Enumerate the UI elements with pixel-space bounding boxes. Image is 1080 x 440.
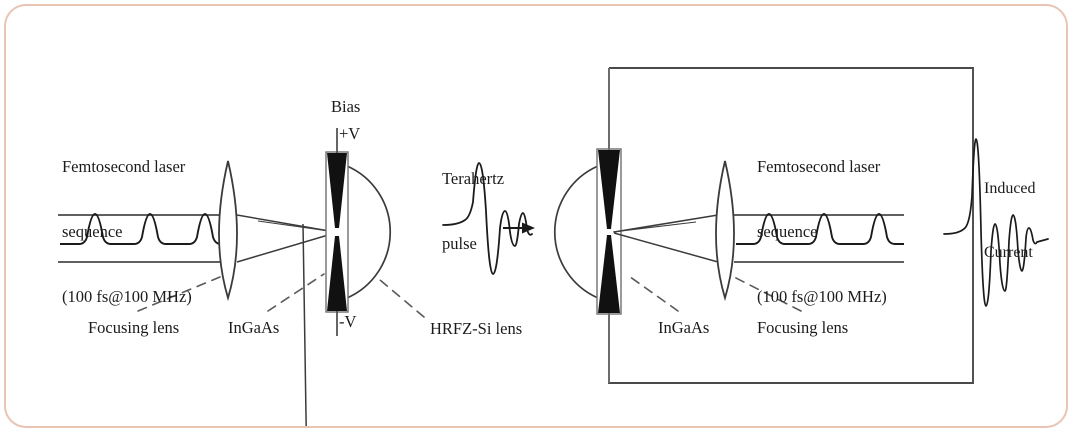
emitter-pulse-3 — [177, 213, 230, 245]
detector-bowtie-antenna — [598, 150, 620, 313]
bias-negative-label: -V — [339, 312, 357, 331]
emitter-laser-label-line1: Femtosecond laser — [62, 156, 186, 176]
leader-emitter-substrate — [267, 273, 325, 312]
terahertz-pulse-label: Terahertz pulse — [442, 124, 504, 298]
detector-pulse-1 — [736, 213, 796, 245]
detector-substrate-label: InGaAs — [658, 318, 710, 337]
emitter-substrate-label: InGaAs — [228, 318, 280, 337]
bias-positive-label: +V — [339, 124, 361, 143]
emitter-si-lens-label: HRFZ-Si lens — [430, 319, 523, 338]
detector-pulse-train — [736, 213, 904, 245]
induced-current-label: Induced Current — [984, 136, 1036, 305]
induced-current-label-line2: Current — [984, 243, 1033, 261]
emitter-laser-label-line2: sequence — [62, 221, 123, 241]
detector-focusing-lens-label: Focusing lens — [757, 318, 849, 337]
emitter-pulse-2 — [122, 213, 177, 245]
leader-lines — [137, 273, 802, 318]
induced-current-waveform — [943, 138, 1049, 307]
leader-detector-focusing-lens — [733, 276, 802, 312]
terahertz-propagation-arrow — [503, 222, 535, 234]
leader-detector-substrate — [625, 273, 679, 312]
induced-current-label-line1: Induced — [984, 180, 1036, 198]
detector-pulse-3 — [851, 213, 904, 245]
emitter-pulse-train — [60, 213, 230, 245]
emitter-bowtie-antenna — [327, 153, 347, 311]
emitter-focusing-lens — [218, 160, 238, 302]
detector-pulse-2 — [796, 213, 851, 245]
thz-setup-drawing — [58, 67, 1049, 426]
detector-converging-rays — [613, 214, 719, 263]
detector-si-lens — [553, 165, 599, 299]
emitter-laser-label: Femtosecond laser sequence (100 fs@100 M… — [62, 112, 192, 351]
diagram-stage: Femtosecond laser sequence (100 fs@100 M… — [6, 6, 1066, 426]
bias-label: Bias — [331, 97, 361, 116]
detector-laser-label-line2: sequence — [757, 221, 818, 241]
leader-emitter-si-lens — [379, 279, 425, 318]
emitter-pulse-1 — [60, 213, 122, 245]
detector-laser-label: Femtosecond laser sequence (100 fs@100 M… — [757, 112, 887, 351]
emitter-focusing-lens-label: Focusing lens — [88, 318, 180, 337]
detector-focusing-lens — [715, 160, 735, 302]
terahertz-pulse-waveform — [442, 162, 533, 275]
figure-frame: Femtosecond laser sequence (100 fs@100 M… — [4, 4, 1068, 428]
emitter-si-lens — [346, 165, 392, 299]
detector-laser-label-line1: Femtosecond laser — [757, 156, 881, 176]
detector-laser-label-line3: (100 fs@100 MHz) — [757, 287, 887, 307]
terahertz-pulse-label-line2: pulse — [442, 233, 477, 253]
emitter-laser-label-line3: (100 fs@100 MHz) — [62, 287, 192, 307]
detector-axis-ray — [612, 221, 697, 233]
terahertz-pulse-label-line1: Terahertz — [442, 168, 505, 188]
emitter-axis-ray — [257, 220, 337, 233]
